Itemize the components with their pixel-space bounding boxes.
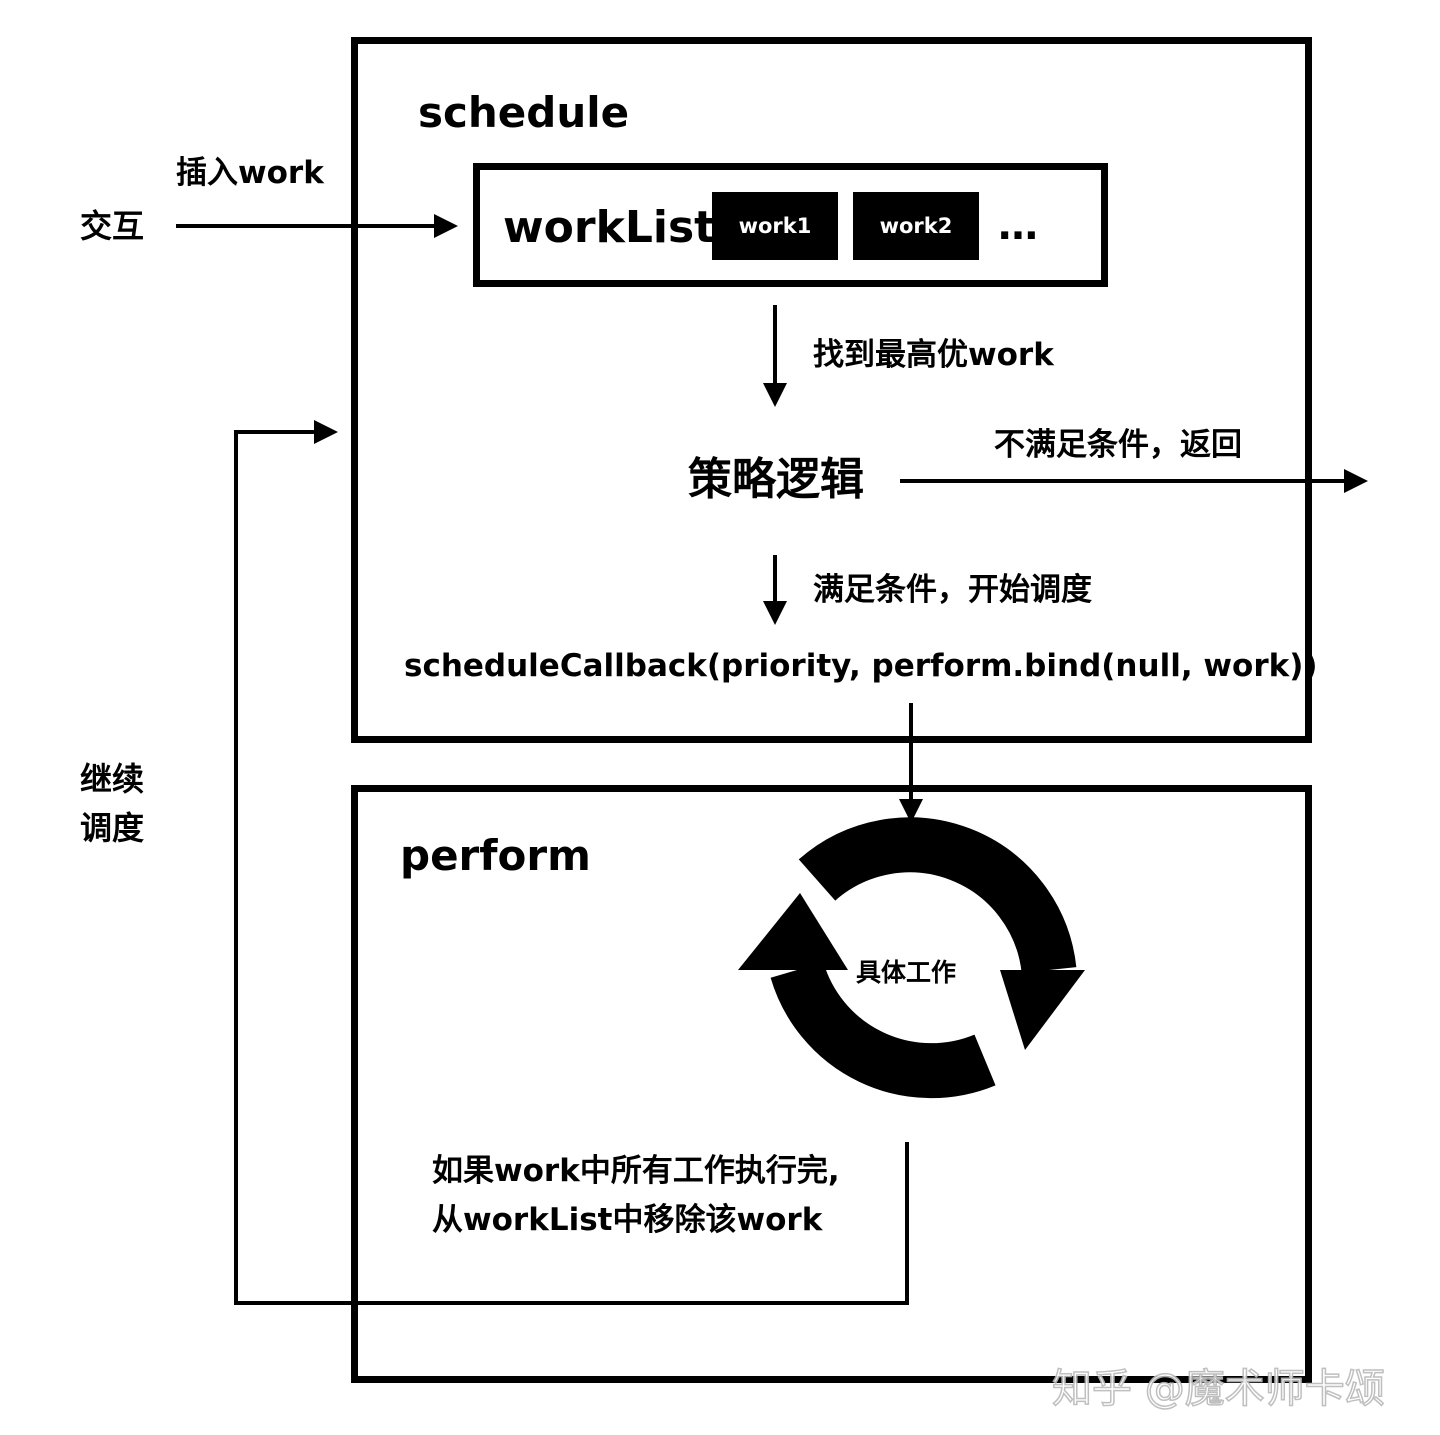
worklist-box xyxy=(473,163,1108,287)
cycle-arc-bottom xyxy=(770,961,996,1099)
satisfied-label: 满足条件，开始调度 xyxy=(813,572,1092,608)
perform-title: perform xyxy=(400,831,591,880)
not-satisfied-label: 不满足条件，返回 xyxy=(994,427,1242,463)
find-highest-label: 找到最高优work xyxy=(813,337,1054,373)
cycle-icon xyxy=(738,817,1085,1099)
insert-work-label: 插入work xyxy=(176,155,324,191)
perform-arrow-head xyxy=(899,799,923,823)
continue-loop-arrow-head xyxy=(314,420,338,444)
remove-work-line2: 从workList中移除该work xyxy=(432,1202,823,1238)
interaction-label: 交互 xyxy=(80,207,145,245)
schedule-title: schedule xyxy=(418,88,630,137)
strategy-label: 策略逻辑 xyxy=(688,454,864,505)
cycle-label: 具体工作 xyxy=(856,958,957,987)
schedule-arrow-head xyxy=(763,601,787,625)
worklist-item-work1: work1 xyxy=(712,192,838,260)
continue-label-line2: 调度 xyxy=(80,809,145,847)
worklist-more: … xyxy=(998,203,1038,249)
insert-arrow-head xyxy=(434,214,458,238)
continue-label-line1: 继续 xyxy=(80,760,145,798)
continue-loop-line xyxy=(234,430,909,1305)
schedule-box xyxy=(351,37,1312,743)
watermark: 知乎 @魔术师卡颂 xyxy=(1051,1365,1385,1413)
worklist-item-work2: work2 xyxy=(853,192,979,260)
cycle-arrowhead-left xyxy=(738,893,848,970)
perform-box xyxy=(351,785,1312,1383)
schedule-callback-label: scheduleCallback(priority, perform.bind(… xyxy=(404,648,1318,684)
cycle-arc-top xyxy=(798,817,1077,974)
find-arrow-head xyxy=(763,383,787,407)
cycle-arrowhead-right xyxy=(1000,970,1085,1050)
remove-work-line1: 如果work中所有工作执行完, xyxy=(432,1153,840,1189)
worklist-label: workList xyxy=(503,202,716,253)
return-arrow-head xyxy=(1344,469,1368,493)
